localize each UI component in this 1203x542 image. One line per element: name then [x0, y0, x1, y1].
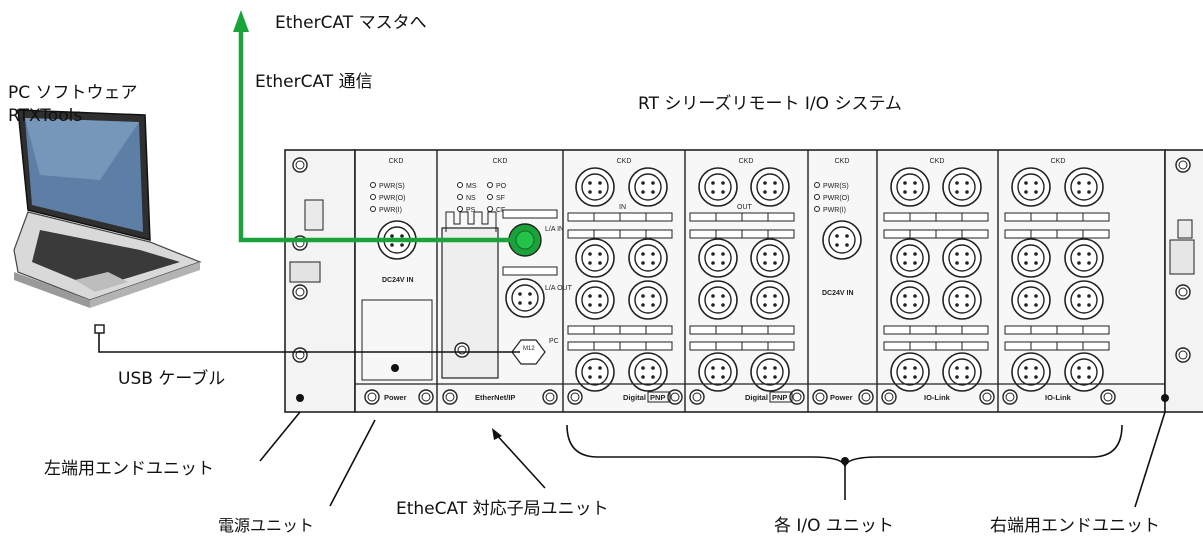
bottom-power-label: Power	[384, 393, 407, 402]
led-label: PWR(O)	[379, 195, 405, 202]
dc-in-label: DC24V IN	[822, 290, 854, 297]
in-label: IN	[619, 204, 626, 211]
bottom-ethernet-label: EtherNet/IP	[475, 393, 515, 402]
ethercat-master-label: EtherCAT マスタへ	[275, 13, 427, 33]
led-label: PWR(S)	[823, 183, 849, 190]
brand-badge: CKD	[617, 158, 632, 165]
port-la-in-label: L/A IN	[545, 226, 564, 233]
bottom-digital-label: Digital	[623, 393, 646, 402]
left-end-unit-body	[285, 150, 355, 412]
io-units-label: 各 I/O ユニット	[774, 516, 894, 536]
right-end-unit-body	[1165, 150, 1203, 412]
bottom-power-label: Power	[830, 393, 853, 402]
pnp-label: PNP	[650, 393, 665, 402]
port-la-out-label: L/A OUT	[545, 285, 573, 292]
m12-label: M12	[523, 346, 535, 352]
pc-software-label: PC ソフトウェア	[8, 83, 138, 103]
brand-badge: CKD	[930, 158, 945, 165]
led-label: SF	[496, 195, 505, 202]
out-label: OUT	[737, 204, 753, 211]
pc-software-name: RTXTools	[8, 106, 82, 126]
led-label: PO	[496, 183, 507, 190]
bottom-digital-label: Digital	[745, 393, 768, 402]
dc-in-label: DC24V IN	[382, 277, 414, 284]
brand-badge: CKD	[739, 158, 754, 165]
ethercat-slave-label: EtheCAT 対応子局ユニット	[396, 499, 609, 519]
brand-badge: CKD	[835, 158, 850, 165]
led-label: PWR(O)	[823, 195, 849, 202]
laptop-icon	[14, 110, 200, 333]
left-end-unit-label: 左端用エンドユニット	[44, 459, 214, 479]
brand-badge: CKD	[389, 158, 404, 165]
usb-cable-label: USB ケーブル	[118, 369, 225, 389]
pointer-dot	[1161, 394, 1169, 402]
pnp-label: PNP	[772, 393, 787, 402]
led-label: PWR(S)	[379, 183, 405, 190]
rack: CKD CKD CKD CKD CKD CKD CKD PWR(S) PWR(O…	[285, 150, 1203, 412]
ethercat-comm-label: EtherCAT 通信	[255, 72, 373, 92]
led-label: NS	[466, 195, 476, 202]
bottom-iolink-label: IO-Link	[1045, 393, 1072, 402]
power-unit-label: 電源ユニット	[218, 516, 314, 536]
port-pc-label: PC	[549, 338, 559, 345]
system-title: RT シリーズリモート I/O システム	[638, 94, 902, 114]
leader-lines	[260, 412, 1165, 507]
right-end-unit-label: 右端用エンドユニット	[990, 516, 1160, 536]
arrow-up-icon	[233, 10, 249, 32]
led-label: MS	[466, 183, 477, 190]
pointer-dot	[391, 364, 399, 372]
led-label: PWR(I)	[823, 207, 846, 214]
brand-badge: CKD	[493, 158, 508, 165]
bottom-iolink-label: IO-Link	[924, 393, 951, 402]
pointer-dot	[296, 394, 304, 402]
brand-badge: CKD	[1051, 158, 1066, 165]
led-label: PWR(I)	[379, 207, 402, 214]
pointer-dot	[841, 457, 849, 465]
